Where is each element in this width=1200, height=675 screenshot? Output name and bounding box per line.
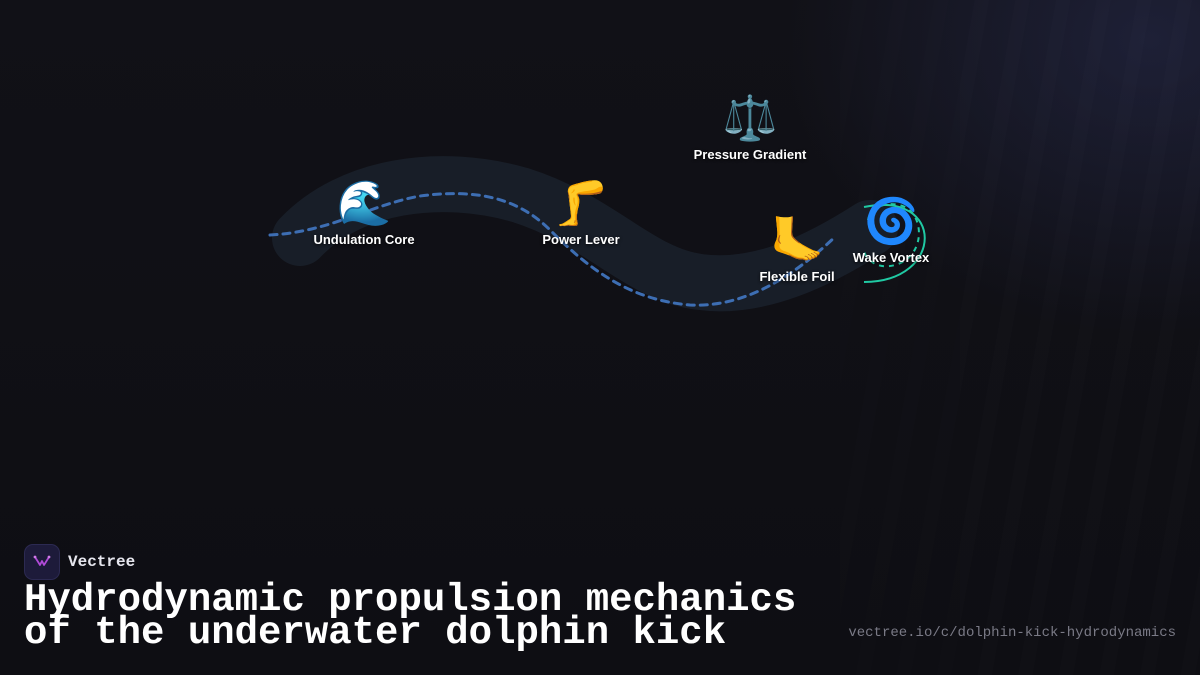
water-wave-icon: 🌊: [336, 178, 392, 229]
body-wave-band: [272, 156, 898, 312]
node-power-lever: 🦵 Power Lever: [542, 178, 620, 248]
node-undulation-core: 🌊 Undulation Core: [313, 178, 415, 248]
cyclone-icon: 🌀: [863, 196, 919, 247]
brand: Vectree: [24, 544, 135, 580]
node-label: Pressure Gradient: [693, 147, 807, 162]
node-pressure-gradient: ⚖️ Pressure Gradient: [693, 93, 807, 163]
node-wake-vortex: 🌀 Wake Vortex: [852, 196, 930, 266]
balance-scale-icon: ⚖️: [722, 93, 778, 144]
foot-icon: 🦶: [769, 215, 825, 266]
node-flexible-foil: 🦶 Flexible Foil: [759, 215, 835, 285]
node-label: Undulation Core: [313, 232, 415, 247]
page-title: Hydrodynamic propulsion mechanics of the…: [24, 578, 797, 655]
node-label: Wake Vortex: [852, 250, 930, 265]
node-label: Power Lever: [542, 232, 620, 247]
wave-trajectory: [268, 192, 838, 307]
wake-vortex-loop: [862, 203, 926, 283]
brand-name: Vectree: [68, 553, 136, 571]
leg-icon: 🦵: [553, 178, 609, 229]
source-url[interactable]: vectree.io/c/dolphin-kick-hydrodynamics: [848, 625, 1176, 641]
node-label: Flexible Foil: [759, 269, 835, 284]
vectree-logo-icon: [24, 544, 60, 580]
